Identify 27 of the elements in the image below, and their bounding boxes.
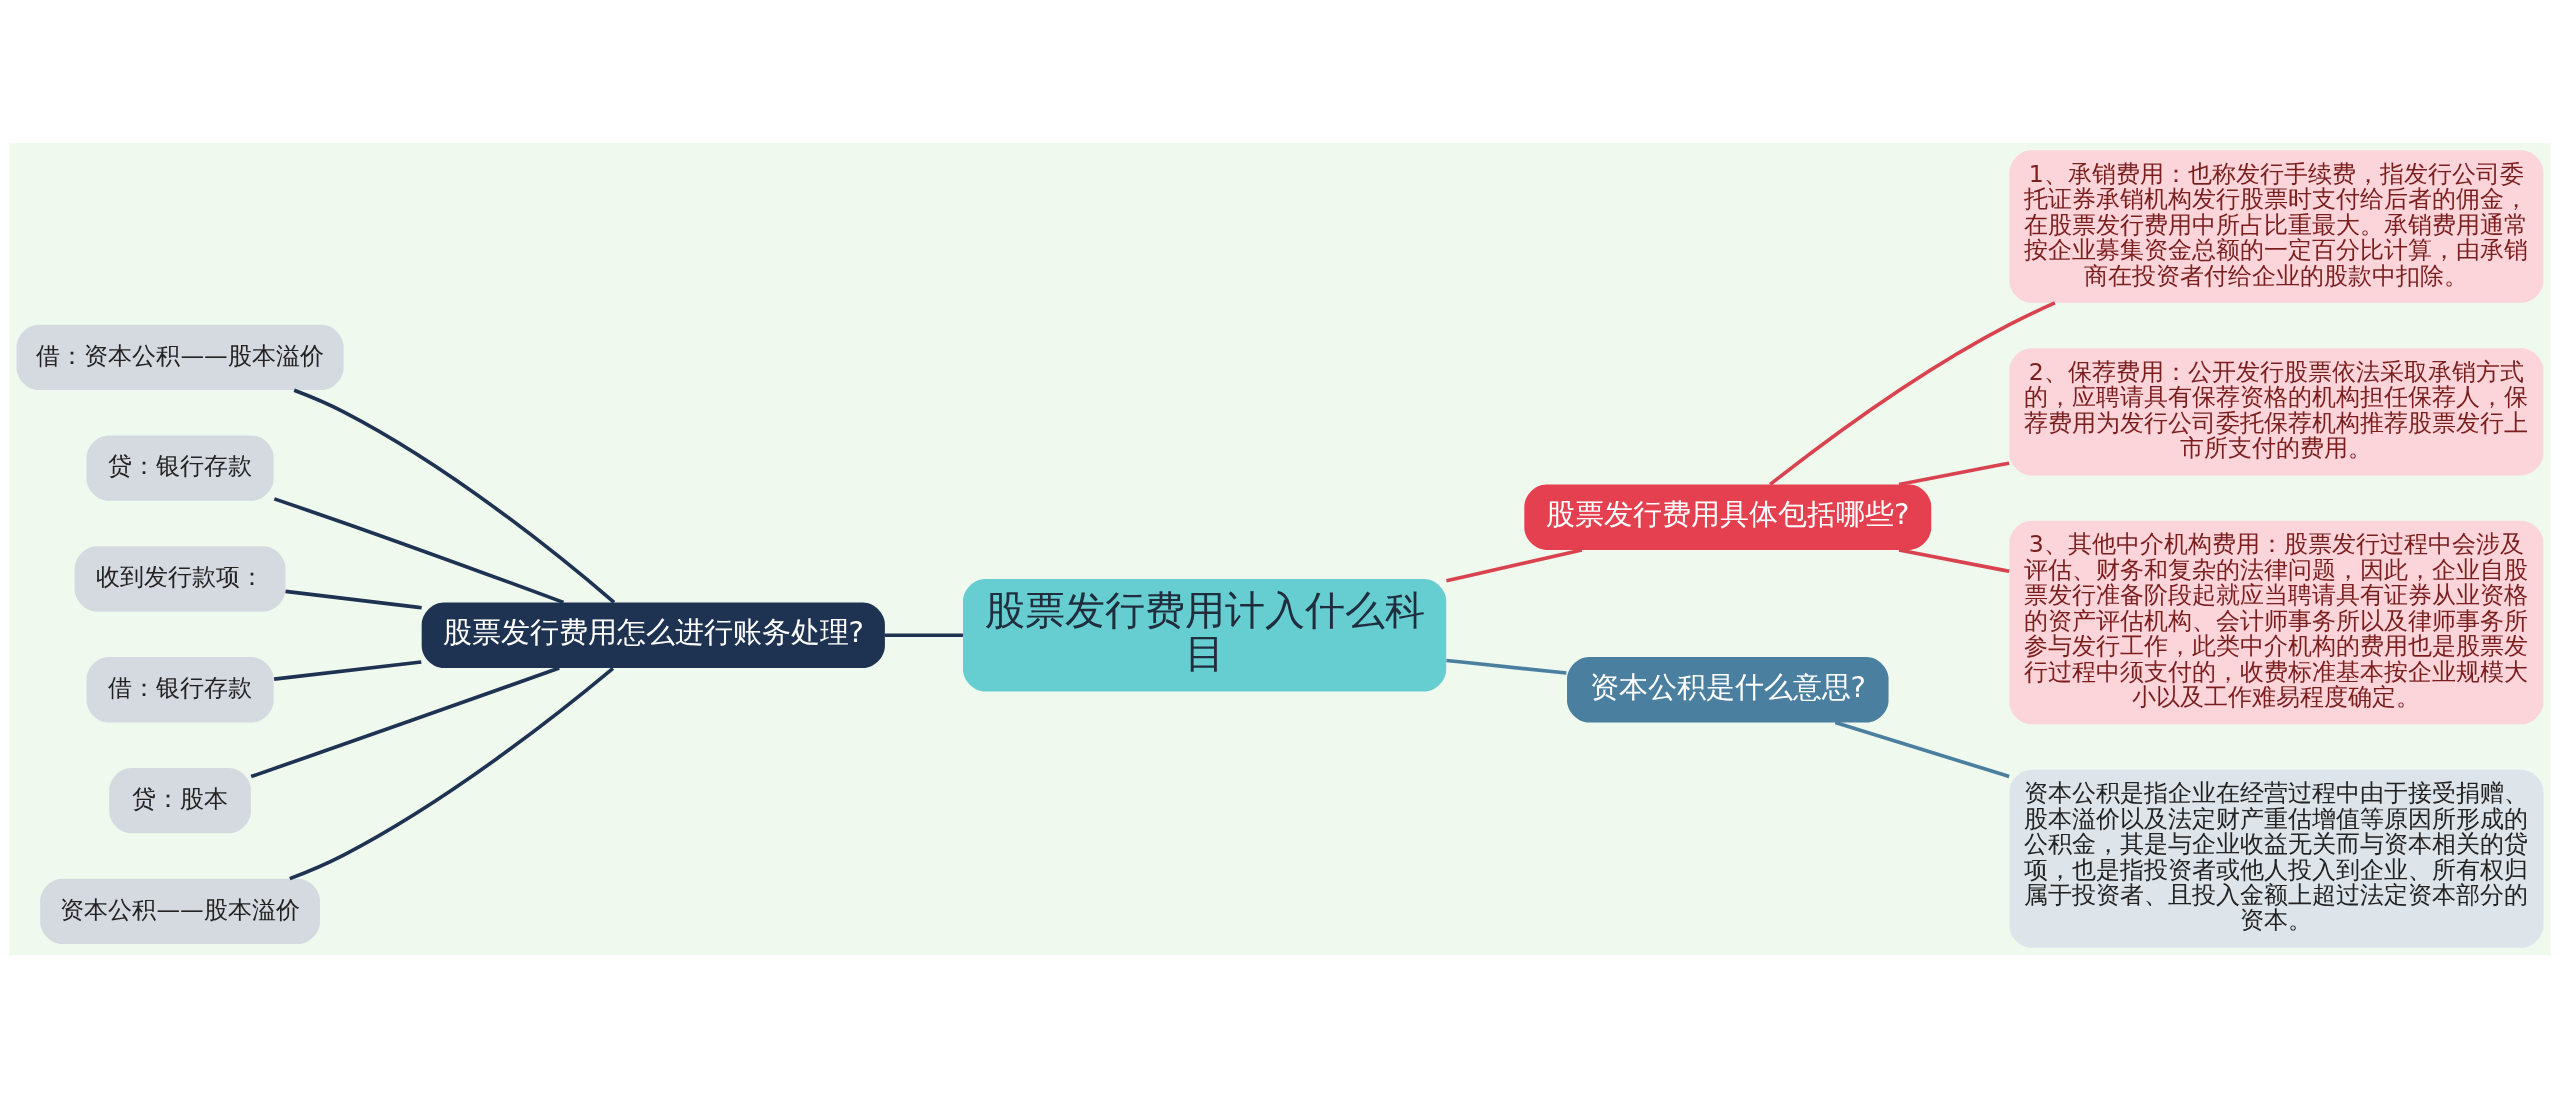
connector [285,589,422,610]
connector [250,665,560,778]
connector [1446,547,1583,582]
node-box: 借：银行存款 [86,656,274,722]
node-box: 3、其他中介机构费用：股票发行过程中会涉及评估、财务和复杂的法律问题，因此，企业自股票发行准备阶段起就应当聘请具有证券从业资格的资产评估机构、会计师事务所以及律师事务所参与发行工作，此类中介机构的费用也是股票发行过程中须支付的，收费标准基本按企业规模大小以及工作难易程度确定。 [2009,520,2544,724]
node-box: 资本公积是指企业在经营过程中由于接受捐赠、股本溢价以及法定财产重估增值等原因所形成的公积金，其是与企业收益无关而与资本相关的贷项，也是指投资者或他人投入到企业、所有权归属于投资者、且投入金额上超过法定资本部分的资本。 [2009,769,2544,948]
connector [1834,720,2010,778]
node-box: 股票发行费用计入什么科目 [963,578,1447,692]
connector [885,632,963,637]
connector [273,659,422,681]
connector [273,496,565,604]
connector [1769,300,2056,486]
node-box: 2、保荐费用：公开发行股票依法采取承销方式的，应聘请具有保荐资格的机构担任保荐人，保荐费用为发行公司委托保荐机构推荐股票发行上市所支付的费用。 [2009,347,2544,475]
node-box: 借：资本公积——股本溢价 [16,324,344,390]
node-box: 股票发行费用怎么进行账务处理? [421,602,885,668]
node-box: 资本公积是什么意思? [1567,656,1889,722]
connector [1898,547,2010,573]
node-box: 资本公积——股本溢价 [40,878,320,944]
node-box: 收到发行款项： [74,545,286,612]
connector [289,666,615,880]
connector [1898,460,2010,486]
node-box: 贷：银行存款 [86,434,274,501]
node-box: 贷：股本 [109,767,251,833]
node-box: 股票发行费用具体包括哪些? [1524,484,1932,550]
node-box: 1、承销费用：也称发行手续费，指发行公司委托证券承销机构发行股票时支付给后者的佣金，在股票发行费用中所占比重最大。承销费用通常按企业募集资金总额的一定百分比计算，由承销商在投资者付给企业的股款中扣除。 [2009,149,2544,303]
connector [293,388,616,604]
connector [1446,658,1567,675]
